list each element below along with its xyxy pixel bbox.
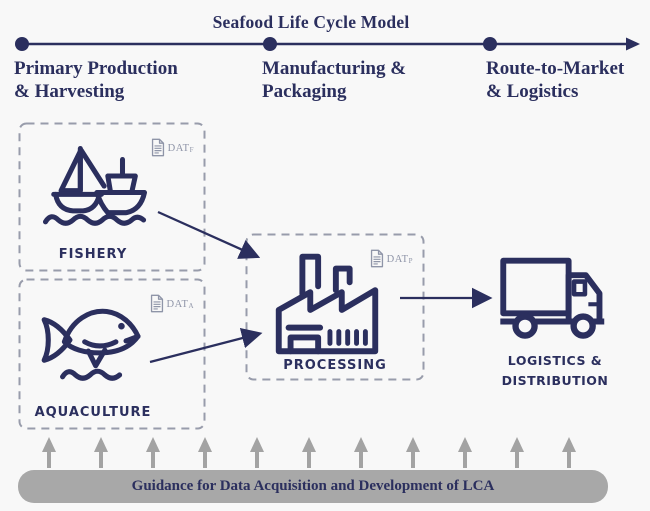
- aquaculture-label: AQUACULTURE: [34, 405, 152, 420]
- fish-icon: [41, 308, 141, 381]
- phase-route-to-market: Route-to-Market & Logistics: [486, 57, 624, 103]
- logistics-label: LOGISTICS & DISTRIBUTION: [501, 353, 609, 388]
- up-arrow-icon: [146, 437, 160, 468]
- phase-manufacturing-packaging: Manufacturing & Packaging: [262, 57, 406, 103]
- up-arrow-icon: [406, 437, 420, 468]
- up-arrow-icon: [198, 437, 212, 468]
- data-tag: DATA: [150, 294, 194, 313]
- phase-label-line: & Logistics: [486, 81, 579, 102]
- dashed-border: [245, 233, 425, 381]
- phase-label-line: Primary Production: [14, 58, 178, 79]
- guidance-label: Guidance for Data Acquisition and Develo…: [131, 478, 495, 494]
- up-arrow-icon: [302, 437, 316, 468]
- up-arrow-icon: [42, 437, 56, 468]
- processing-label: PROCESSING: [283, 358, 387, 373]
- sailboat-and-trawler-icon: [42, 145, 148, 226]
- data-tag-label: DATF: [167, 142, 194, 154]
- factory-icon: [275, 253, 379, 355]
- truck-icon: [500, 257, 605, 339]
- data-tag-label: DATA: [166, 298, 194, 310]
- diagram-title: Seafood Life Cycle Model: [212, 12, 410, 32]
- up-arrow-icon: [250, 437, 264, 468]
- up-arrow-icon: [562, 437, 576, 468]
- fishery-node: DATF FISHERY: [18, 122, 206, 272]
- guidance-bar: Guidance for Data Acquisition and Develo…: [18, 470, 608, 503]
- data-tag: DATP: [370, 249, 413, 268]
- phase-label-line: & Harvesting: [14, 81, 125, 102]
- logistics-node: LOGISTICS & DISTRIBUTION: [490, 245, 620, 395]
- phase-primary-production: Primary Production & Harvesting: [14, 57, 178, 103]
- up-arrow-icon: [510, 437, 524, 468]
- dashed-border: [18, 278, 206, 430]
- timeline-axis-icon: [15, 37, 640, 51]
- up-arrow-icon: [354, 437, 368, 468]
- up-arrow-icon: [458, 437, 472, 468]
- aquaculture-node: DATA AQUACULTURE: [18, 278, 206, 430]
- data-tag: DATF: [151, 138, 194, 157]
- document-icon: [370, 249, 383, 268]
- dashed-border: [18, 122, 206, 272]
- phase-label-line: Packaging: [262, 81, 347, 102]
- data-tag-label: DATP: [386, 253, 413, 265]
- up-arrow-icon: [94, 437, 108, 468]
- processing-node: DATP PROCESSING: [245, 233, 425, 381]
- phase-label-line: Manufacturing &: [262, 58, 407, 79]
- phase-label-line: Route-to-Market: [486, 58, 625, 79]
- guidance-arrows: [42, 437, 576, 468]
- fishery-label: FISHERY: [58, 247, 128, 262]
- document-icon: [150, 294, 163, 313]
- document-icon: [151, 138, 164, 157]
